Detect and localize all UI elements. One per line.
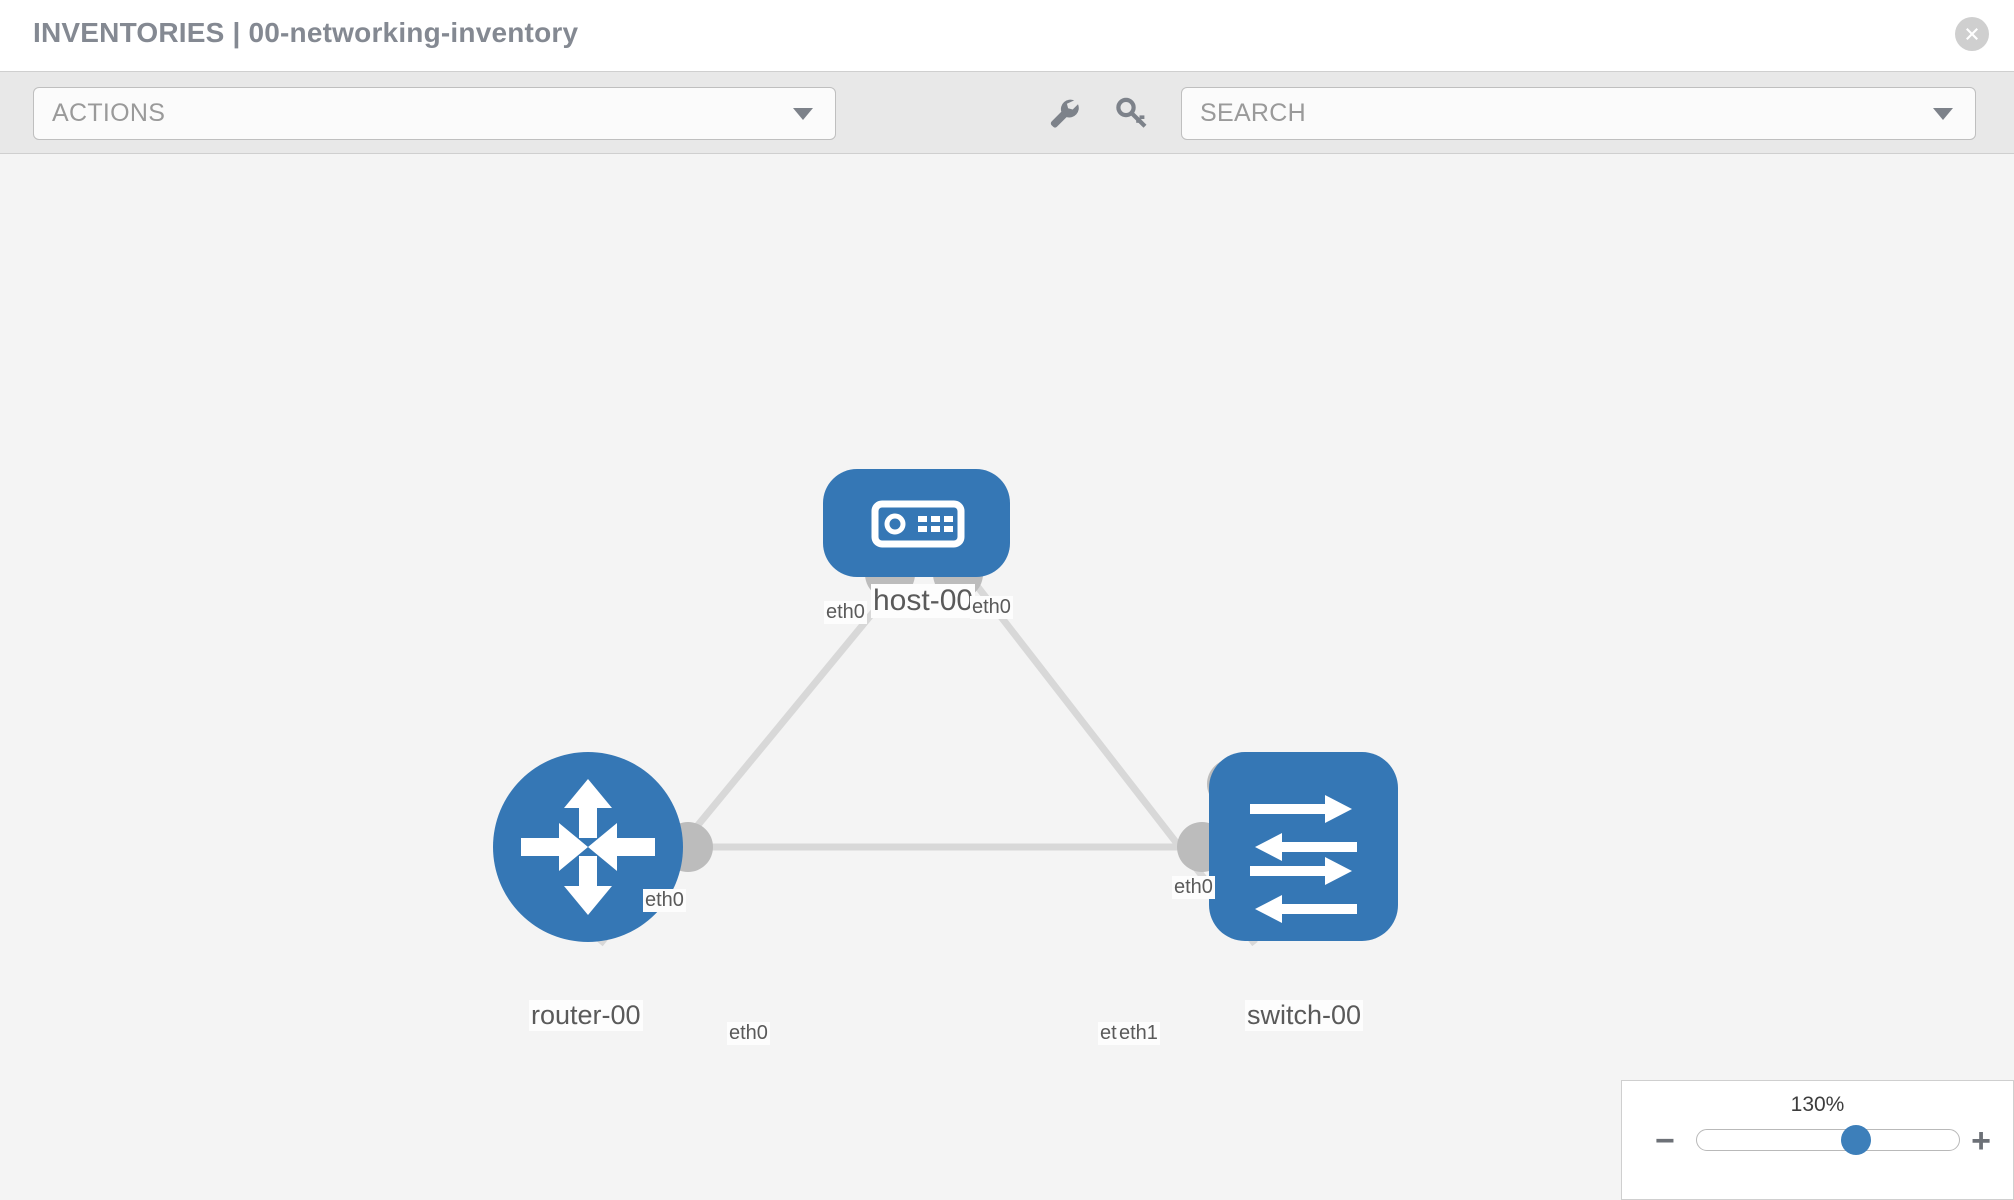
zoom-control-panel: 130% − + <box>1621 1080 2014 1200</box>
close-icon[interactable] <box>1955 17 1989 51</box>
minus-icon[interactable]: − <box>1655 1122 1675 1160</box>
iface-label-host-eth0-right: eth0 <box>970 596 1013 619</box>
iface-label-switch-eth1: eth1 <box>1117 1022 1160 1045</box>
key-icon[interactable] <box>1109 90 1155 136</box>
server-icon <box>871 500 965 548</box>
iface-label-router-eth0: eth0 <box>727 1022 770 1045</box>
node-switch-00 <box>1209 752 1398 941</box>
page-title: INVENTORIES | 00-networking-inventory <box>33 17 579 48</box>
chevron-down-icon <box>793 107 813 120</box>
chevron-down-icon[interactable] <box>1933 107 1953 120</box>
toolbar: ACTIONS SEARCH <box>0 71 2014 154</box>
zoom-level-value: 130% <box>1790 1093 1845 1116</box>
search-input[interactable]: SEARCH <box>1181 87 1976 140</box>
topology-graph <box>493 469 1398 947</box>
actions-dropdown-label: ACTIONS <box>52 99 166 127</box>
iface-label-router-eth0-uplink: eth0 <box>643 889 686 912</box>
switch-icon <box>1250 795 1357 923</box>
page-header: INVENTORIES | 00-networking-inventory <box>0 0 2014 71</box>
node-label-host-00[interactable]: host-00 <box>871 584 976 618</box>
link-edges <box>597 561 1258 947</box>
wrench-icon[interactable] <box>1040 90 1086 136</box>
plus-icon[interactable]: + <box>1971 1122 1991 1160</box>
router-icon <box>521 779 655 915</box>
topology-canvas[interactable]: host-00 router-00 switch-00 eth0 eth0 et… <box>0 154 2014 1200</box>
node-label-switch-00[interactable]: switch-00 <box>1245 1000 1364 1031</box>
iface-label-host-eth0-left: eth0 <box>824 601 867 624</box>
search-placeholder-text: SEARCH <box>1200 99 1306 127</box>
node-router-00 <box>493 752 683 942</box>
actions-dropdown[interactable]: ACTIONS <box>33 87 836 140</box>
node-label-router-00[interactable]: router-00 <box>529 1000 643 1031</box>
zoom-slider[interactable] <box>1696 1125 1960 1155</box>
iface-label-switch-eth0-uplink: eth0 <box>1172 876 1215 899</box>
node-host-00 <box>823 469 1010 577</box>
zoom-slider-thumb[interactable] <box>1840 1125 1871 1155</box>
